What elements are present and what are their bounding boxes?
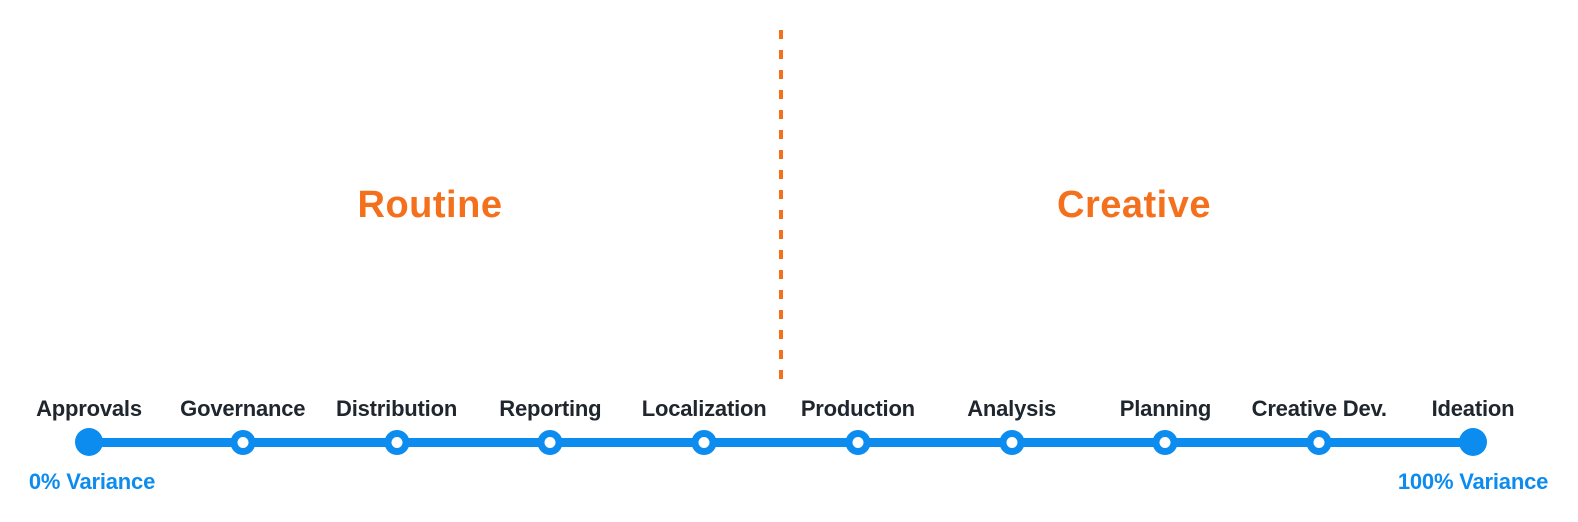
zone-title-creative: Creative: [1057, 184, 1211, 226]
routine-creative-divider-dashed-line: [779, 30, 783, 386]
stage-label: Planning: [1119, 396, 1212, 421]
stage-marker-dot: [384, 430, 410, 455]
stage-marker-dot: [845, 430, 871, 455]
stage-label: Creative Dev.: [1251, 396, 1387, 421]
stage-label: Ideation: [1431, 396, 1515, 421]
stage-marker-dot: [1306, 430, 1332, 455]
stage-marker-dot: [537, 430, 563, 455]
spectrum-track-line: [89, 438, 1473, 447]
stage-label: Reporting: [499, 396, 602, 421]
stage-label: Approvals: [36, 396, 142, 421]
zone-title-routine: Routine: [357, 184, 503, 226]
axis-end-caption: 100% Variance: [1397, 469, 1549, 494]
stage-label: Production: [800, 396, 915, 421]
stage-marker-dot: [691, 430, 717, 455]
stage-marker-dot: [230, 430, 256, 455]
axis-start-caption: 0% Variance: [28, 469, 156, 494]
stage-label: Distribution: [336, 396, 458, 421]
stage-label: Localization: [641, 396, 767, 421]
stage-marker-dot: [1459, 428, 1487, 456]
stage-marker-dot: [75, 428, 103, 456]
stage-label: Analysis: [967, 396, 1057, 421]
stage-label: Governance: [180, 396, 306, 421]
stage-marker-dot: [999, 430, 1025, 455]
stage-marker-dot: [1152, 430, 1178, 455]
